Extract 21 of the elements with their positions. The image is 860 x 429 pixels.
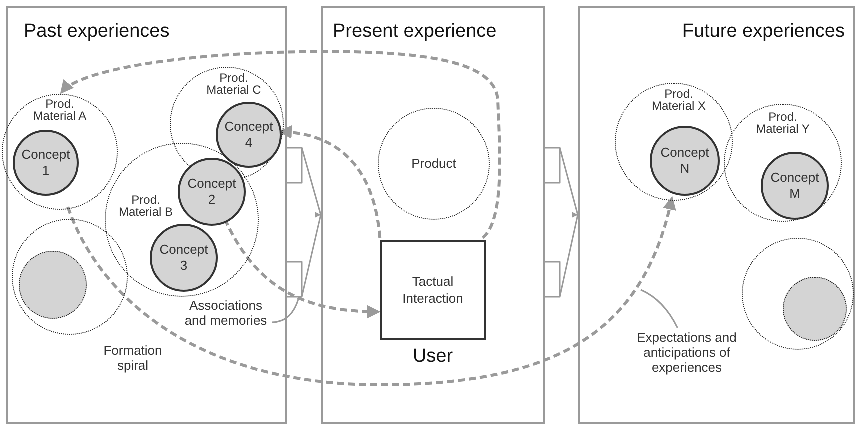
leader-line (640, 289, 678, 328)
circle-label: Prod. Material B (118, 194, 174, 218)
dashed-arrow (60, 50, 502, 239)
transition-chevron (286, 147, 322, 298)
box-caption: User (412, 345, 454, 369)
annotation-text: Associations and memories (178, 298, 274, 332)
annotation-text: Formation spiral (102, 343, 164, 373)
interaction-box: Tactual Interaction (380, 240, 486, 340)
circle-label: Prod. Material A (32, 98, 88, 122)
panel-title: Past experiences (24, 20, 170, 44)
circle-label: Prod. Material Y (755, 111, 811, 135)
leader-line (272, 298, 300, 324)
panel-title: Future experiences (682, 20, 845, 44)
stage-panel (321, 6, 545, 424)
transition-chevron (544, 147, 579, 298)
dashed-arrow (66, 196, 676, 386)
circle-label: Prod. Material C (206, 72, 262, 96)
circle-label: Prod. Material X (650, 88, 708, 112)
stage-panel (578, 6, 855, 424)
panel-title: Present experience (333, 20, 497, 44)
annotation-text: Expectations and anticipations of experiences (614, 330, 760, 378)
